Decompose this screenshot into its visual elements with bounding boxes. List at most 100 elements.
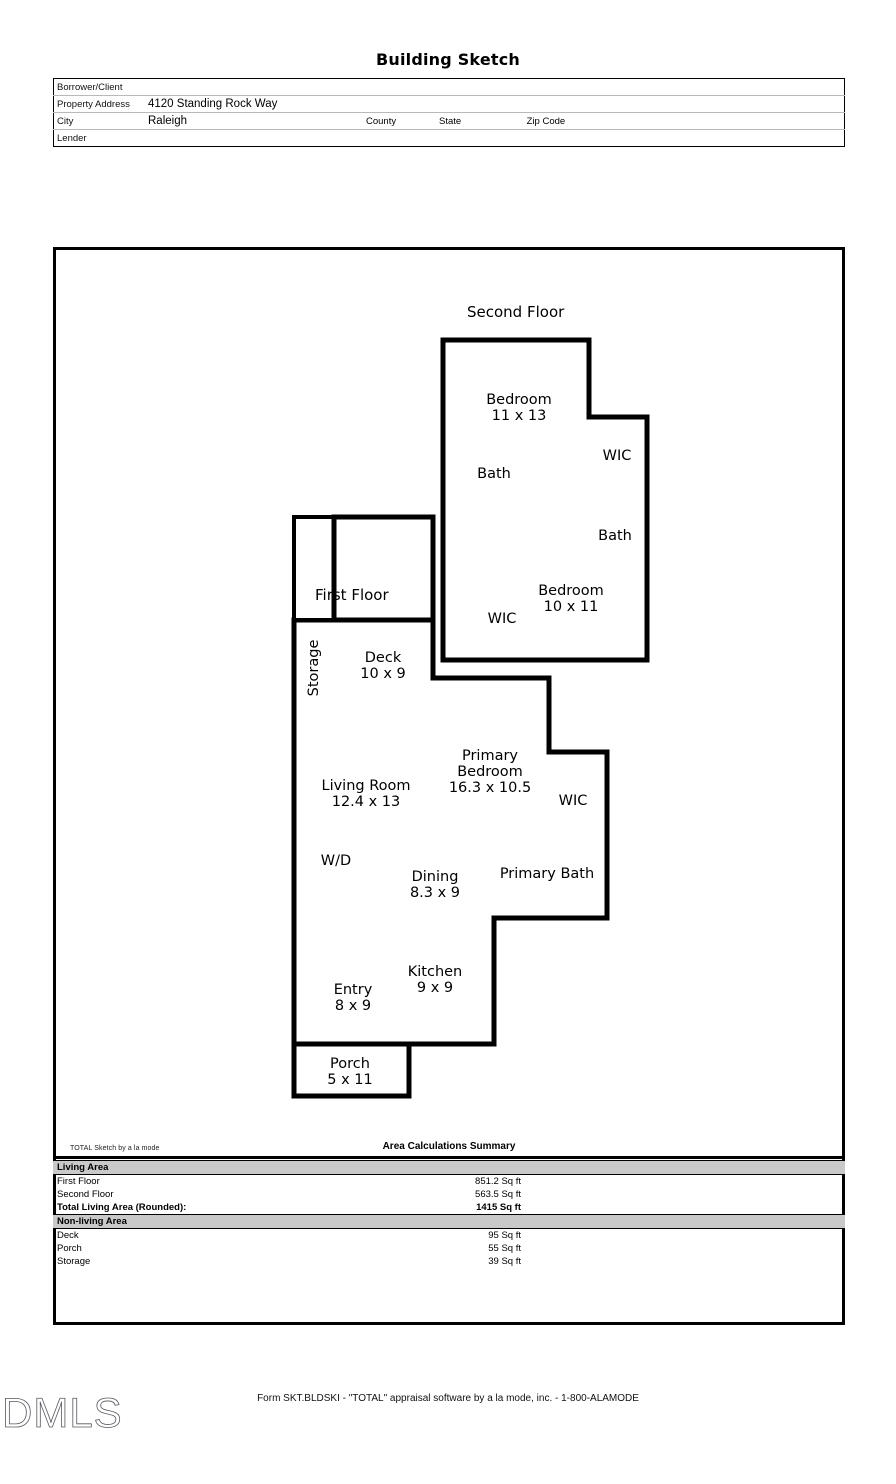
summary-separator-rule: [53, 1156, 845, 1159]
dmls-logo: DMLS: [2, 1389, 123, 1436]
room-label-deck: Deck 10 x 9: [360, 650, 405, 682]
first-floor-value: 851.2 Sq ft: [475, 1176, 521, 1187]
zip-label: Zip Code: [526, 115, 566, 127]
table-row-first-floor: First Floor 851.2 Sq ft: [53, 1175, 845, 1189]
city-value[interactable]: Raleigh: [145, 112, 363, 130]
primary-bedroom-dim: 16.3 x 10.5: [448, 780, 532, 796]
table-row-storage: Storage 39 Sq ft: [53, 1255, 845, 1268]
table-row-lender: Lender: [54, 130, 845, 147]
lender-value[interactable]: [145, 130, 845, 147]
living-area-band-label: Living Area: [53, 1160, 387, 1175]
deck-dim: 10 x 9: [360, 666, 406, 682]
table-row-total-living-area: Total Living Area (Rounded): 1415 Sq ft: [53, 1201, 845, 1215]
area-calculations-table: Living Area First Floor 851.2 Sq ft Seco…: [53, 1160, 845, 1268]
table-row-nonliving-area-band: Non-living Area: [53, 1214, 845, 1229]
living-room-dim: 12.4 x 13: [331, 794, 401, 810]
porch-rect: [291, 1041, 412, 1099]
bath-upper-name: Bath: [477, 466, 511, 482]
deck-label: Deck: [57, 1230, 79, 1241]
second-floor-outline: [440, 337, 650, 663]
room-label-bedroom-1: Bedroom 11 x 13: [486, 392, 552, 424]
porch-dim: 5 x 11: [327, 1072, 373, 1088]
table-row-porch: Porch 55 Sq ft: [53, 1242, 845, 1255]
room-label-wic-upper: WIC: [603, 448, 632, 464]
dining-dim: 8.3 x 9: [409, 885, 461, 901]
table-row-city: City Raleigh County State Zip Code: [53, 112, 845, 130]
room-label-storage: Storage: [306, 640, 322, 697]
property-info-table: Borrower/Client Property Address 4120 St…: [53, 78, 845, 147]
page-title: Building Sketch: [375, 50, 520, 69]
property-address-value[interactable]: 4120 Standing Rock Way: [145, 95, 845, 113]
total-living-area-label: Total Living Area (Rounded):: [57, 1202, 187, 1213]
dmls-logo-text: DMLS: [2, 1389, 123, 1436]
room-label-entry: Entry 8 x 9: [334, 982, 373, 1014]
wic-second-floor-name: WIC: [487, 611, 517, 627]
city-label: City: [53, 112, 145, 130]
first-floor-caption: First Floor: [315, 586, 389, 604]
room-label-porch: Porch 5 x 11: [327, 1056, 372, 1088]
living-room-name: Living Room: [321, 778, 411, 794]
kitchen-name: Kitchen: [407, 964, 463, 980]
storage-value: 39 Sq ft: [488, 1256, 521, 1267]
lender-label: Lender: [57, 132, 87, 144]
room-label-wic-first-floor: WIC: [559, 793, 588, 809]
room-label-bath-upper: Bath: [477, 466, 511, 482]
bath-lower-name: Bath: [598, 528, 632, 544]
dining-name: Dining: [411, 869, 459, 885]
first-floor-label: First Floor: [57, 1176, 100, 1187]
wic-first-floor-name: WIC: [558, 793, 588, 809]
storage-name: Storage: [306, 639, 322, 697]
table-row-deck: Deck 95 Sq ft: [53, 1229, 845, 1243]
table-row-second-floor: Second Floor 563.5 Sq ft: [53, 1188, 845, 1201]
primary-bedroom-line2: Bedroom: [457, 764, 523, 780]
area-calculations-summary-title: Area Calculations Summary: [382, 1141, 516, 1152]
deck-value: 95 Sq ft: [488, 1230, 521, 1241]
entry-dim: 8 x 9: [334, 998, 372, 1014]
second-floor-caption: Second Floor: [467, 303, 565, 321]
porch-value: 55 Sq ft: [488, 1243, 521, 1254]
second-floor-value: 563.5 Sq ft: [475, 1189, 521, 1200]
deck-rect: [331, 514, 436, 623]
room-label-wic-second-floor: WIC: [488, 611, 517, 627]
second-floor-label: Second Floor: [57, 1189, 114, 1200]
room-label-kitchen: Kitchen 9 x 9: [408, 964, 463, 996]
state-label: State: [439, 115, 462, 127]
deck-name: Deck: [364, 650, 402, 666]
room-label-wd: W/D: [321, 853, 351, 869]
room-label-dining: Dining 8.3 x 9: [410, 869, 460, 901]
borrower-label: Borrower/Client: [53, 78, 145, 96]
total-sketch-credit: TOTAL Sketch by a la mode: [70, 1145, 160, 1152]
total-living-area-value: 1415 Sq ft: [476, 1202, 521, 1213]
room-label-living-room: Living Room 12.4 x 13: [321, 778, 410, 810]
entry-name: Entry: [333, 982, 373, 998]
bedroom-1-dim: 11 x 13: [491, 408, 547, 424]
borrower-value[interactable]: [145, 78, 845, 96]
floor-plan-drawing: [291, 337, 650, 1099]
wd-name: W/D: [320, 853, 352, 869]
table-row-living-area-band: Living Area: [53, 1160, 845, 1175]
sketch-frame: Second Floor First Floor Bedroom 11 x 13…: [53, 247, 845, 1325]
footer-form-text: Form SKT.BLDSKI - "TOTAL" appraisal soft…: [257, 1393, 639, 1404]
room-label-primary-bath: Primary Bath: [500, 866, 594, 882]
room-label-bedroom-2: Bedroom 10 x 11: [538, 583, 604, 615]
kitchen-dim: 9 x 9: [416, 980, 454, 996]
porch-label: Porch: [57, 1243, 82, 1254]
first-floor-outline: [291, 617, 610, 1047]
nonliving-area-band-label: Non-living Area: [53, 1214, 387, 1229]
wic-upper-name: WIC: [602, 448, 632, 464]
porch-name: Porch: [330, 1056, 370, 1072]
room-label-bath-lower: Bath: [598, 528, 632, 544]
bedroom-2-dim: 10 x 11: [543, 599, 599, 615]
primary-bedroom-line1: Primary: [461, 748, 519, 764]
room-label-primary-bedroom: Primary Bedroom 16.3 x 10.5: [449, 748, 531, 796]
table-row-property-address: Property Address 4120 Standing Rock Way: [53, 95, 845, 113]
storage-label: Storage: [57, 1256, 91, 1267]
table-row-borrower: Borrower/Client: [53, 78, 845, 96]
bedroom-2-name: Bedroom: [538, 583, 604, 599]
property-address-label: Property Address: [53, 95, 145, 113]
storage-rect: [292, 515, 336, 622]
county-label: County: [363, 112, 436, 130]
floor-plan-canvas: Second Floor First Floor Bedroom 11 x 13…: [53, 250, 845, 1322]
bedroom-1-name: Bedroom: [486, 392, 552, 408]
primary-bath-name: Primary Bath: [499, 866, 595, 882]
